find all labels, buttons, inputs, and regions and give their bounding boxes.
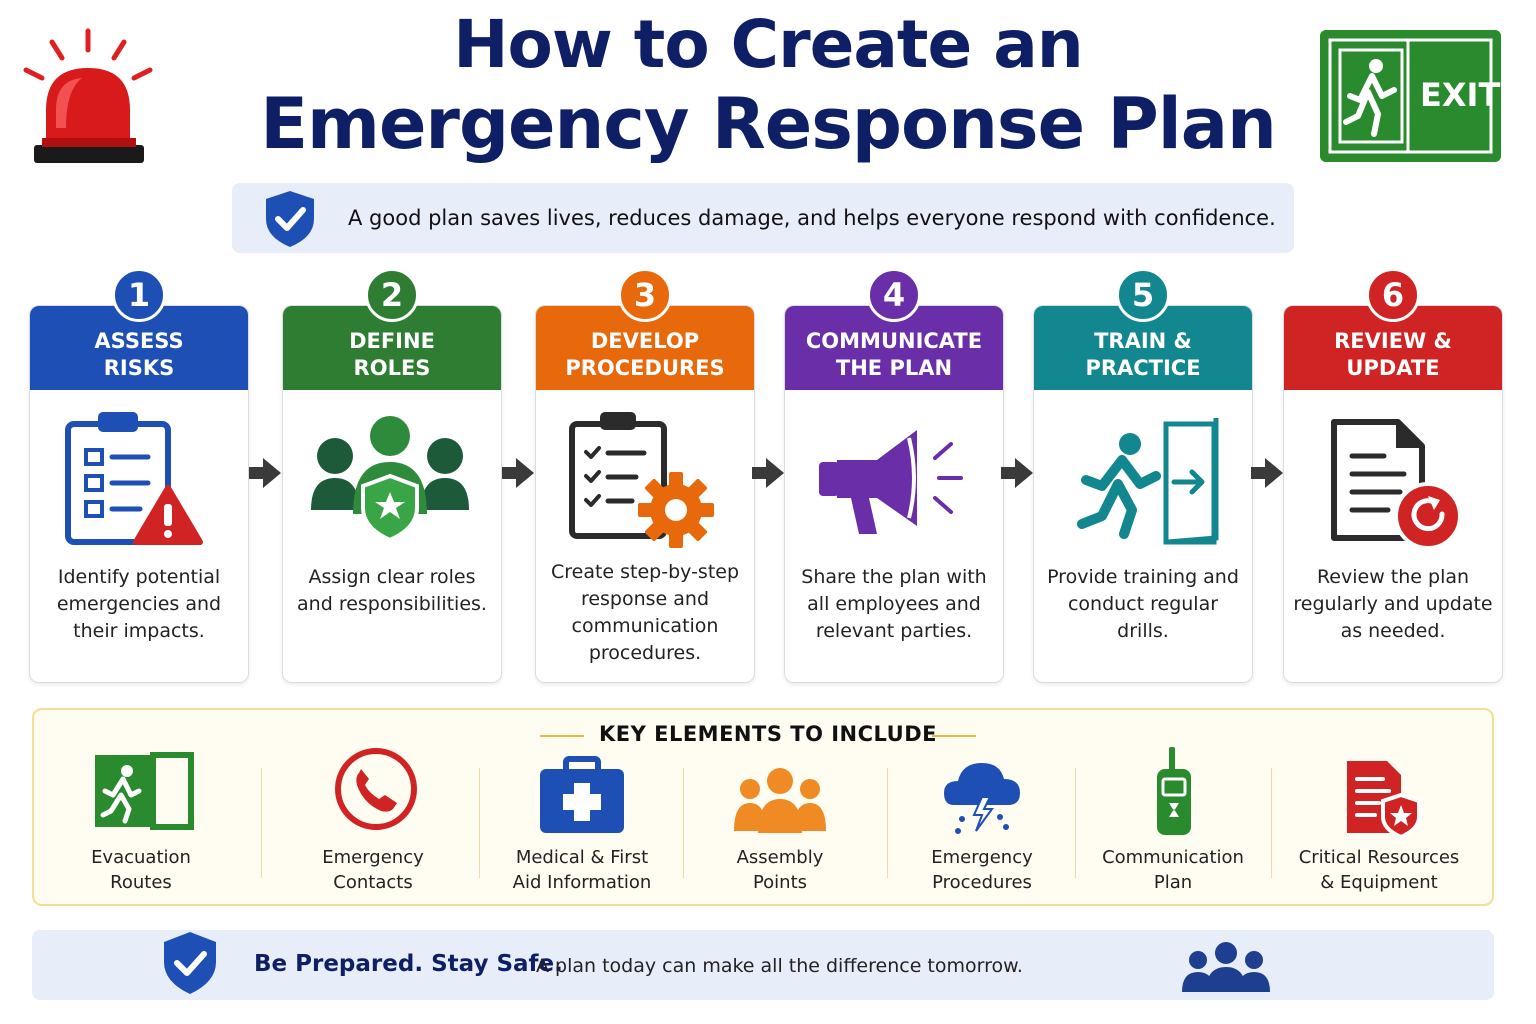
- arrow-right-icon: [1251, 458, 1283, 488]
- step-header: ASSESS RISKS: [30, 306, 248, 390]
- step-title-line: UPDATE: [1346, 356, 1440, 380]
- step-description: Create step-by-step response and communi…: [550, 561, 740, 664]
- step-title-line: THE PLAN: [835, 356, 953, 380]
- step-number-badge: 6: [1366, 268, 1420, 322]
- step-number-badge: 5: [1116, 268, 1170, 322]
- divider: [887, 768, 888, 878]
- step-card-6: REVIEW & UPDATE 6 Review the plan regular…: [1283, 268, 1503, 683]
- step-description: Assign clear roles and responsibilities.: [297, 566, 487, 615]
- group-icon: [734, 768, 826, 833]
- radio-icon: [1157, 747, 1191, 835]
- arrow-right-icon: [752, 458, 784, 488]
- step-title-line: REVIEW &: [1334, 329, 1452, 353]
- title-line-1: How to Create an: [453, 6, 1084, 83]
- document-refresh-icon: [1331, 419, 1462, 550]
- clipboard-warning-icon: [65, 412, 203, 545]
- divider: [479, 768, 480, 878]
- divider: [683, 768, 684, 878]
- exit-sign: EXIT: [1320, 30, 1501, 162]
- tagline-banner: A good plan saves lives, reduces damage,…: [232, 183, 1294, 253]
- megaphone-icon: [819, 430, 963, 534]
- phone-icon: [335, 748, 417, 830]
- evacuation-exit-icon: [95, 752, 194, 830]
- step-title-line: COMMUNICATE: [805, 329, 983, 353]
- first-aid-kit-icon: [540, 756, 624, 833]
- tagline-text: A good plan saves lives, reduces damage,…: [348, 206, 1276, 230]
- page-title: How to Create an Emergency Response Plan: [0, 6, 1536, 164]
- footer-slogan: Be Prepared. Stay Safe.: [254, 951, 563, 977]
- step-card-1: ASSESS RISKS 1 Identify potential emergen…: [29, 268, 249, 683]
- divider: [261, 768, 262, 878]
- divider: [1271, 768, 1272, 878]
- key-elements-panel: [32, 708, 1494, 906]
- group-icon: [1182, 942, 1270, 992]
- divider: [540, 735, 584, 737]
- step-number-badge: 3: [618, 268, 672, 322]
- step-title-line: ROLES: [353, 356, 431, 380]
- step-title-line: DEFINE: [349, 329, 435, 353]
- step-header: DEVELOP PROCEDURES: [536, 306, 754, 390]
- siren-icon: [23, 28, 153, 163]
- step-title-line: PRACTICE: [1085, 356, 1201, 380]
- step-number-badge: 2: [365, 268, 419, 322]
- step-description: Provide training and conduct regular dri…: [1047, 566, 1239, 642]
- step-card-4: COMMUNICATE THE PLAN 4 Share the plan wit…: [784, 268, 1004, 683]
- shield-check-icon: [266, 191, 314, 247]
- divider: [932, 735, 976, 737]
- step-title-line: TRAIN &: [1094, 329, 1192, 353]
- key-elements-title: KEY ELEMENTS TO INCLUDE: [598, 722, 938, 746]
- key-item-critical-resources: Critical Resources& Equipment: [1279, 745, 1479, 895]
- running-exit-icon: [1077, 418, 1219, 545]
- step-card-2: DEFINE ROLES 2 Assign clear roles and res…: [282, 268, 502, 683]
- step-title-line: ASSESS: [94, 329, 184, 353]
- step-number-badge: 4: [867, 268, 921, 322]
- step-title-line: DEVELOP: [590, 329, 700, 353]
- step-description: Identify potential emergencies and their…: [56, 566, 222, 642]
- step-description: Share the plan with all employees and re…: [801, 566, 987, 642]
- storm-cloud-icon: [944, 763, 1020, 834]
- footer-text: A plan today can make all the difference…: [536, 955, 1023, 977]
- step-title-line: PROCEDURES: [565, 356, 725, 380]
- exit-label: EXIT: [1420, 76, 1501, 114]
- step-number-badge: 1: [112, 268, 166, 322]
- arrow-right-icon: [249, 458, 281, 488]
- shield-check-icon: [164, 932, 216, 994]
- arrow-right-icon: [1001, 458, 1033, 488]
- step-title-line: RISKS: [103, 356, 175, 380]
- title-line-2: Emergency Response Plan: [260, 83, 1277, 165]
- key-item-label: Critical Resources& Equipment: [1298, 847, 1460, 893]
- step-card-5: TRAIN & PRACTICE 5 Provide training and c…: [1033, 268, 1253, 683]
- footer-banner: Be Prepared. Stay Safe. A plan today can…: [32, 930, 1494, 1000]
- divider: [1075, 768, 1076, 878]
- step-description: Review the plan regularly and update as …: [1293, 566, 1493, 642]
- team-shield-icon: [311, 416, 469, 543]
- checklist-gear-icon: [569, 412, 714, 548]
- arrow-right-icon: [502, 458, 534, 488]
- document-shield-icon: [1347, 761, 1421, 840]
